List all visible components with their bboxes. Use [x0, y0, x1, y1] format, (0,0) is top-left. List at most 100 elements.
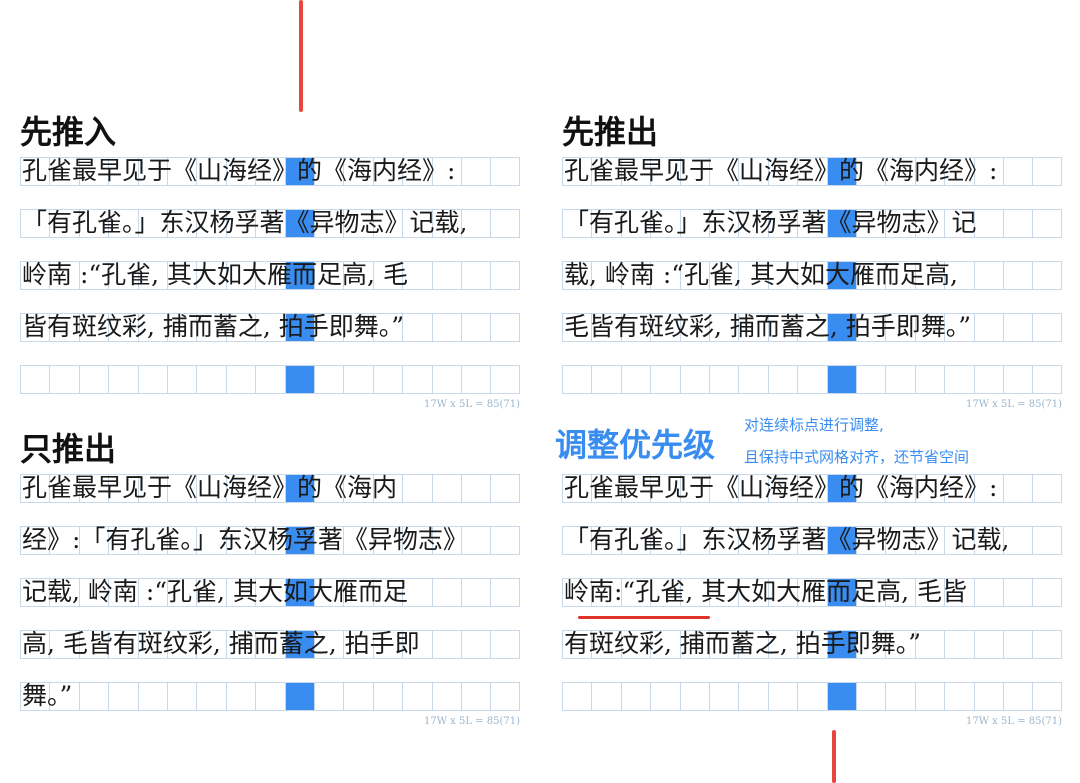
grid-column	[20, 365, 21, 393]
grid-column	[856, 261, 857, 289]
grid-line	[20, 341, 520, 342]
red-mark-bottom	[832, 730, 836, 783]
grid-column	[196, 578, 198, 606]
grid-column	[973, 682, 975, 710]
grid-column	[885, 474, 887, 502]
grid-column	[885, 157, 887, 185]
grid-column	[767, 261, 769, 289]
grid-column	[78, 313, 80, 341]
grid-column	[562, 209, 563, 237]
grid-column	[620, 157, 622, 185]
grid-column	[679, 365, 681, 393]
grid-column	[108, 682, 110, 710]
grid-line	[562, 393, 1062, 394]
grid-column	[196, 474, 198, 502]
grid-column	[826, 682, 828, 710]
grid-column	[738, 630, 740, 658]
grid-column	[944, 474, 946, 502]
highlight-cell	[828, 313, 858, 341]
grid-column	[914, 630, 916, 658]
highlight-cell	[828, 365, 858, 393]
grid-column	[255, 578, 257, 606]
grid-column	[490, 365, 492, 393]
grid-line	[20, 502, 520, 503]
grid-column	[1061, 578, 1062, 606]
grid-column	[650, 365, 652, 393]
grid-column	[826, 261, 828, 289]
grid-column	[856, 526, 857, 554]
grid-column	[137, 630, 139, 658]
grid-column	[738, 157, 740, 185]
grid-column	[1003, 630, 1004, 658]
grid-column	[620, 209, 622, 237]
grid-column	[461, 682, 462, 710]
highlight-cell	[828, 526, 858, 554]
grid-column	[1032, 365, 1034, 393]
grid-column	[167, 365, 168, 393]
grid-caption: 17W x 5L = 85(71)	[966, 399, 1062, 410]
grid-column	[1003, 157, 1004, 185]
text-row: 「有孔雀。」东汉杨孚著《异物志》记	[564, 208, 977, 237]
grid-column	[944, 630, 946, 658]
grid-column	[314, 682, 315, 710]
grid-column	[591, 365, 593, 393]
grid-column	[591, 209, 593, 237]
grid-column	[914, 474, 916, 502]
grid-column	[767, 526, 769, 554]
grid-column	[519, 474, 520, 502]
grid-column	[973, 157, 975, 185]
grid-column	[1003, 209, 1004, 237]
text-row: 「有孔雀。」东汉杨孚著《异物志》记载,	[22, 208, 468, 237]
grid-column	[372, 261, 374, 289]
grid-column	[1003, 261, 1004, 289]
grid-column	[284, 682, 286, 710]
grid-column	[944, 578, 946, 606]
grid-column	[797, 157, 799, 185]
grid-column	[767, 630, 769, 658]
grid-column	[402, 209, 404, 237]
grid-column	[797, 365, 799, 393]
grid-column	[650, 209, 652, 237]
grid-column	[167, 313, 168, 341]
grid-column	[1061, 630, 1062, 658]
grid-column	[1003, 313, 1004, 341]
grid-column	[1032, 157, 1034, 185]
grid-column	[314, 209, 315, 237]
grid-column	[343, 209, 345, 237]
grid-column	[973, 526, 975, 554]
grid-column	[49, 682, 51, 710]
grid-caption: 17W x 5L = 85(71)	[424, 399, 520, 410]
grid-column	[797, 630, 799, 658]
grid-column	[562, 474, 563, 502]
grid-column	[284, 630, 286, 658]
grid-column	[944, 313, 946, 341]
highlight-cell	[286, 578, 316, 606]
text-row: 孔雀最早见于《山海经》的《海内经》:	[564, 156, 998, 185]
grid-column	[914, 526, 916, 554]
grid-column	[314, 365, 315, 393]
grid-column	[431, 365, 433, 393]
grid-column	[767, 209, 769, 237]
grid-column	[856, 578, 857, 606]
grid-column	[562, 313, 563, 341]
grid-column	[78, 682, 80, 710]
grid-column	[20, 578, 21, 606]
grid-column	[519, 682, 520, 710]
grid-column	[797, 313, 799, 341]
grid-line	[562, 554, 1062, 555]
grid-column	[914, 209, 916, 237]
grid-column	[284, 261, 286, 289]
grid-line	[562, 237, 1062, 238]
grid-column	[679, 526, 681, 554]
grid-column	[461, 630, 462, 658]
grid-line	[562, 209, 1062, 210]
grid-line	[20, 313, 520, 314]
grid-column	[738, 313, 740, 341]
grid-column	[225, 157, 227, 185]
grid-column	[490, 630, 492, 658]
grid-column	[284, 157, 286, 185]
grid-column	[767, 313, 769, 341]
grid-column	[431, 526, 433, 554]
grid-column	[738, 474, 740, 502]
grid-column	[562, 365, 563, 393]
